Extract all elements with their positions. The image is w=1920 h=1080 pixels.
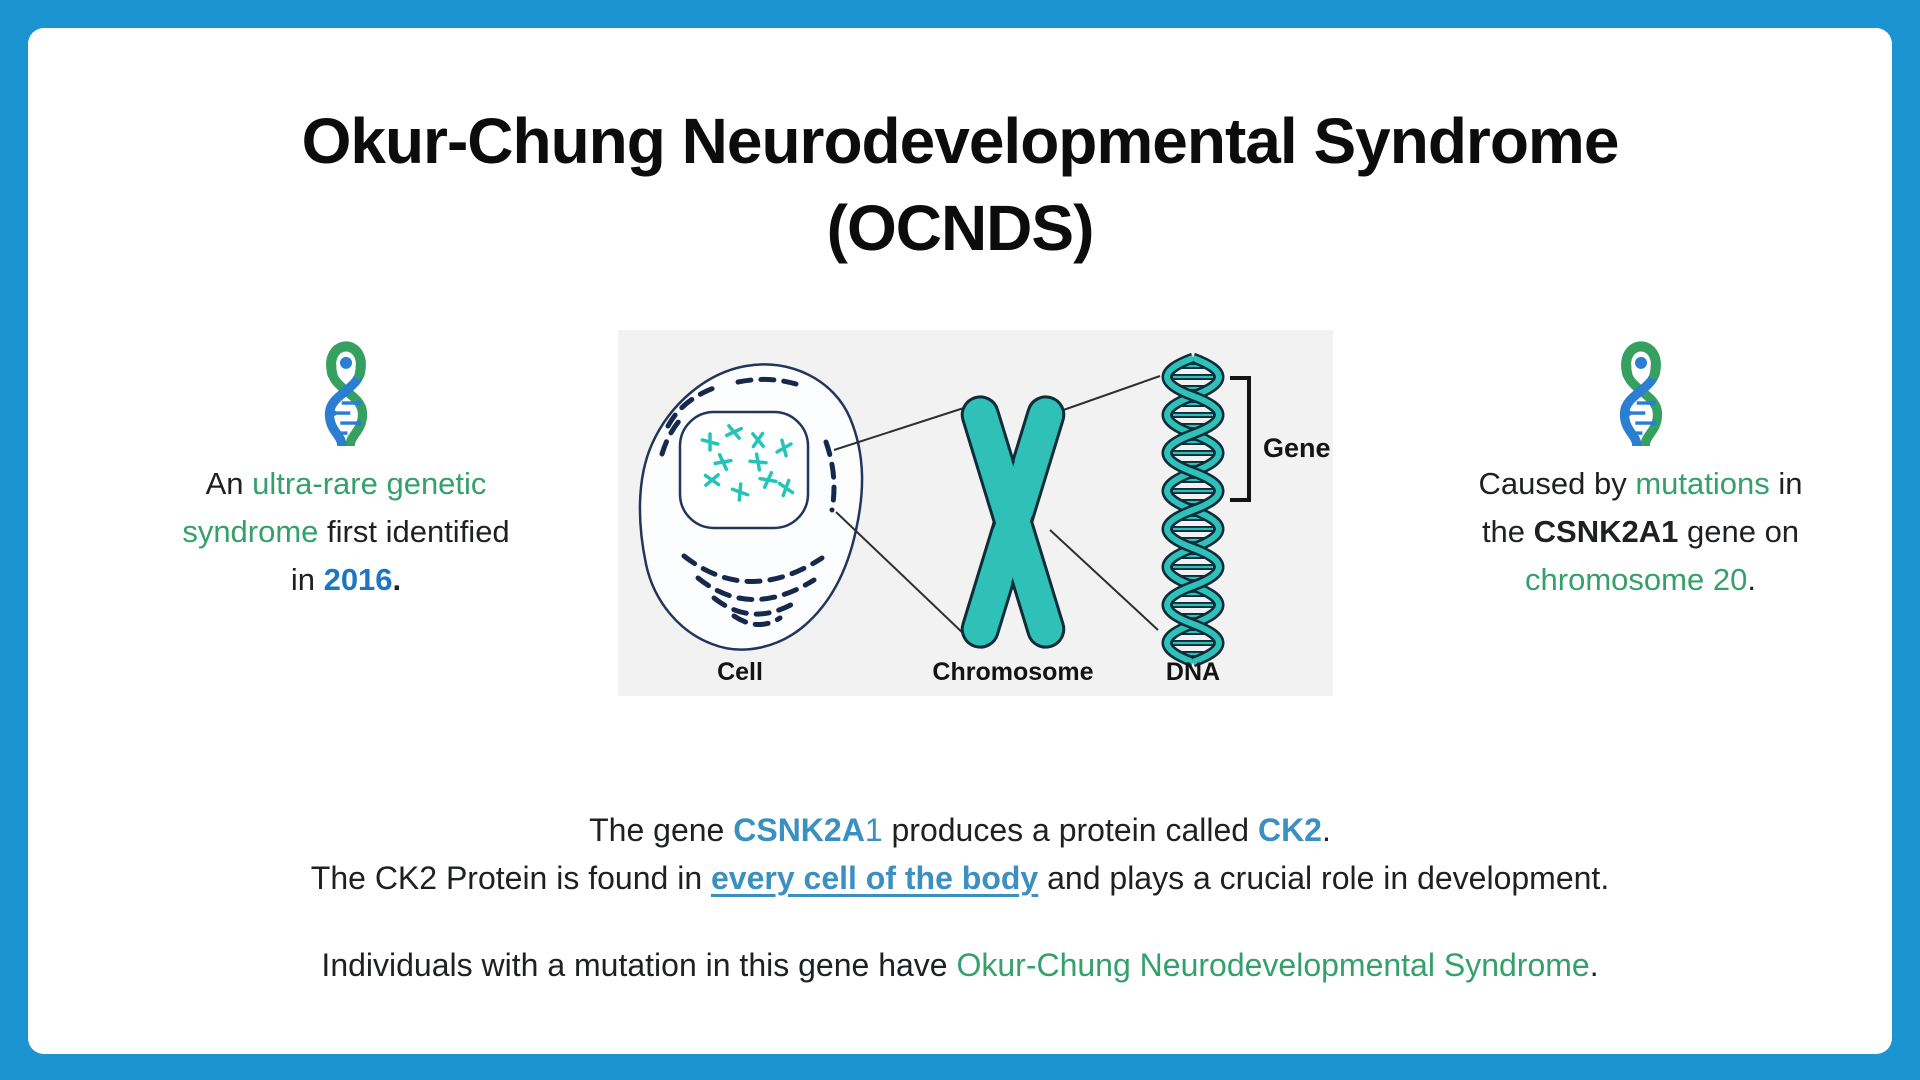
nucleus: [678, 410, 810, 530]
gene-bracket: [1230, 376, 1251, 502]
endoplasmic-reticulum-dashes: [659, 376, 837, 627]
paragraph-ck2-role: The CK2 Protein is found in every cell o…: [310, 860, 1610, 896]
right-note: Caused by mutations in the CSNK2A1 gene …: [1468, 340, 1813, 604]
right-note-text: Caused by mutations in the CSNK2A1 gene …: [1478, 466, 1803, 597]
cell-illustration: [638, 363, 864, 651]
cell-label: Cell: [717, 658, 763, 686]
page-title-line2: (OCNDS): [826, 192, 1095, 265]
gene-label: Gene: [1263, 433, 1331, 463]
left-note-text: An ultra-rare genetic syndrome first ide…: [182, 466, 510, 597]
dna-illustration: Gene: [1161, 352, 1331, 668]
cell-chromosome-dna-figure: Gene Cell Chromosome DNA: [618, 330, 1333, 696]
body-text-block: The gene CSNK2A1 produces a protein call…: [68, 806, 1852, 989]
content-card: Okur-Chung Neurodevelopmental Syndrome (…: [28, 28, 1892, 1054]
mini-chromosomes: [700, 424, 795, 502]
dna-person-icon: [1619, 341, 1662, 446]
zoom-lines: [833, 375, 1161, 637]
paragraph-gene-protein: The gene CSNK2A1 produces a protein call…: [589, 812, 1331, 848]
page-title-line1: Okur-Chung Neurodevelopmental Syndrome: [301, 105, 1620, 177]
paragraph-individuals: Individuals with a mutation in this gene…: [321, 947, 1599, 983]
chromosome-label: Chromosome: [932, 658, 1093, 686]
dna-person-icon: [324, 341, 368, 446]
left-note: An ultra-rare genetic syndrome first ide…: [171, 340, 521, 604]
dna-label: DNA: [1166, 658, 1220, 686]
chromosome-illustration: [960, 395, 1066, 649]
page-title: Okur-Chung Neurodevelopmental Syndrome (…: [28, 98, 1892, 272]
